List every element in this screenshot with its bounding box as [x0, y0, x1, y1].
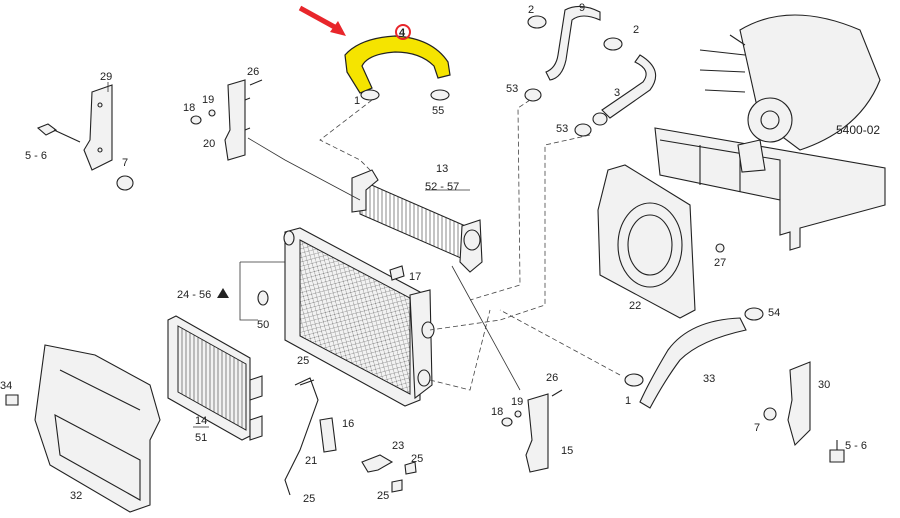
label-7-right: 7	[754, 422, 760, 434]
label-30: 30	[818, 379, 830, 391]
label-16: 16	[342, 418, 354, 430]
label-26-bottom: 26	[546, 372, 558, 384]
bracket-15	[501, 389, 563, 473]
label-9: 9	[579, 2, 585, 14]
label-55: 55	[432, 105, 444, 117]
red-pointer-arrow-head	[330, 21, 346, 36]
label-25-right: 25	[411, 453, 423, 465]
fan-shroud-22	[597, 164, 725, 319]
label-19-bottom: 19	[511, 396, 523, 408]
lower-hose-33	[624, 307, 764, 409]
clamps-top	[360, 89, 450, 101]
label-13: 13	[436, 163, 448, 175]
label-33: 33	[703, 373, 715, 385]
label-18-bottom: 18	[491, 406, 503, 418]
label-53-mid: 53	[556, 123, 568, 135]
label-23: 23	[392, 440, 404, 452]
label-17: 17	[409, 271, 421, 283]
label-54: 54	[768, 307, 780, 319]
label-1-top: 1	[354, 95, 360, 107]
dashed-routes	[319, 99, 621, 391]
triangle-marker-icon	[217, 288, 229, 298]
label-25-bottom: 25	[377, 490, 389, 502]
part-labels: 2 9 2 4 1 55 53 3 53 5400-02 29 26 18 19…	[0, 2, 880, 505]
upper-hoses	[524, 5, 657, 137]
engine-block	[654, 14, 886, 251]
label-19-top: 19	[202, 94, 214, 106]
label-4-callout: 4	[399, 27, 406, 39]
label-34: 34	[0, 380, 12, 392]
radiator	[283, 227, 435, 407]
label-27: 27	[714, 257, 726, 269]
label-18-top: 18	[183, 102, 195, 114]
label-14: 14	[195, 415, 207, 427]
label-26-top: 26	[247, 66, 259, 78]
label-22: 22	[629, 300, 641, 312]
label-53-top: 53	[506, 83, 518, 95]
pipes-and-tank	[257, 265, 417, 496]
highlighted-hose-part[interactable]	[298, 5, 451, 94]
label-51: 51	[195, 432, 207, 444]
label-21: 21	[305, 455, 317, 467]
bracket-30	[763, 361, 845, 463]
label-1-lower: 1	[625, 395, 631, 407]
label-25-lowest: 25	[303, 493, 315, 505]
front-panel-32	[5, 344, 161, 513]
intercooler-13	[351, 169, 483, 273]
label-29: 29	[100, 71, 112, 83]
label-5-6-right: 5 - 6	[845, 440, 867, 452]
callout-circle	[395, 24, 411, 40]
label-50: 50	[257, 319, 269, 331]
label-2-right: 2	[633, 24, 639, 36]
label-20: 20	[203, 138, 215, 150]
bracket-20	[190, 79, 263, 161]
label-24-56: 24 - 56	[177, 289, 211, 301]
label-3: 3	[614, 87, 620, 99]
leader-lines	[107, 82, 521, 428]
reference-code: 5400-02	[836, 123, 880, 137]
label-32: 32	[70, 490, 82, 502]
label-25-upper: 25	[297, 355, 309, 367]
label-7-left: 7	[122, 157, 128, 169]
condenser-14	[167, 315, 263, 441]
label-52-57: 52 - 57	[425, 181, 459, 193]
label-2: 2	[528, 4, 534, 16]
bracket-29	[36, 84, 134, 191]
label-15: 15	[561, 445, 573, 457]
label-5-6-left: 5 - 6	[25, 150, 47, 162]
